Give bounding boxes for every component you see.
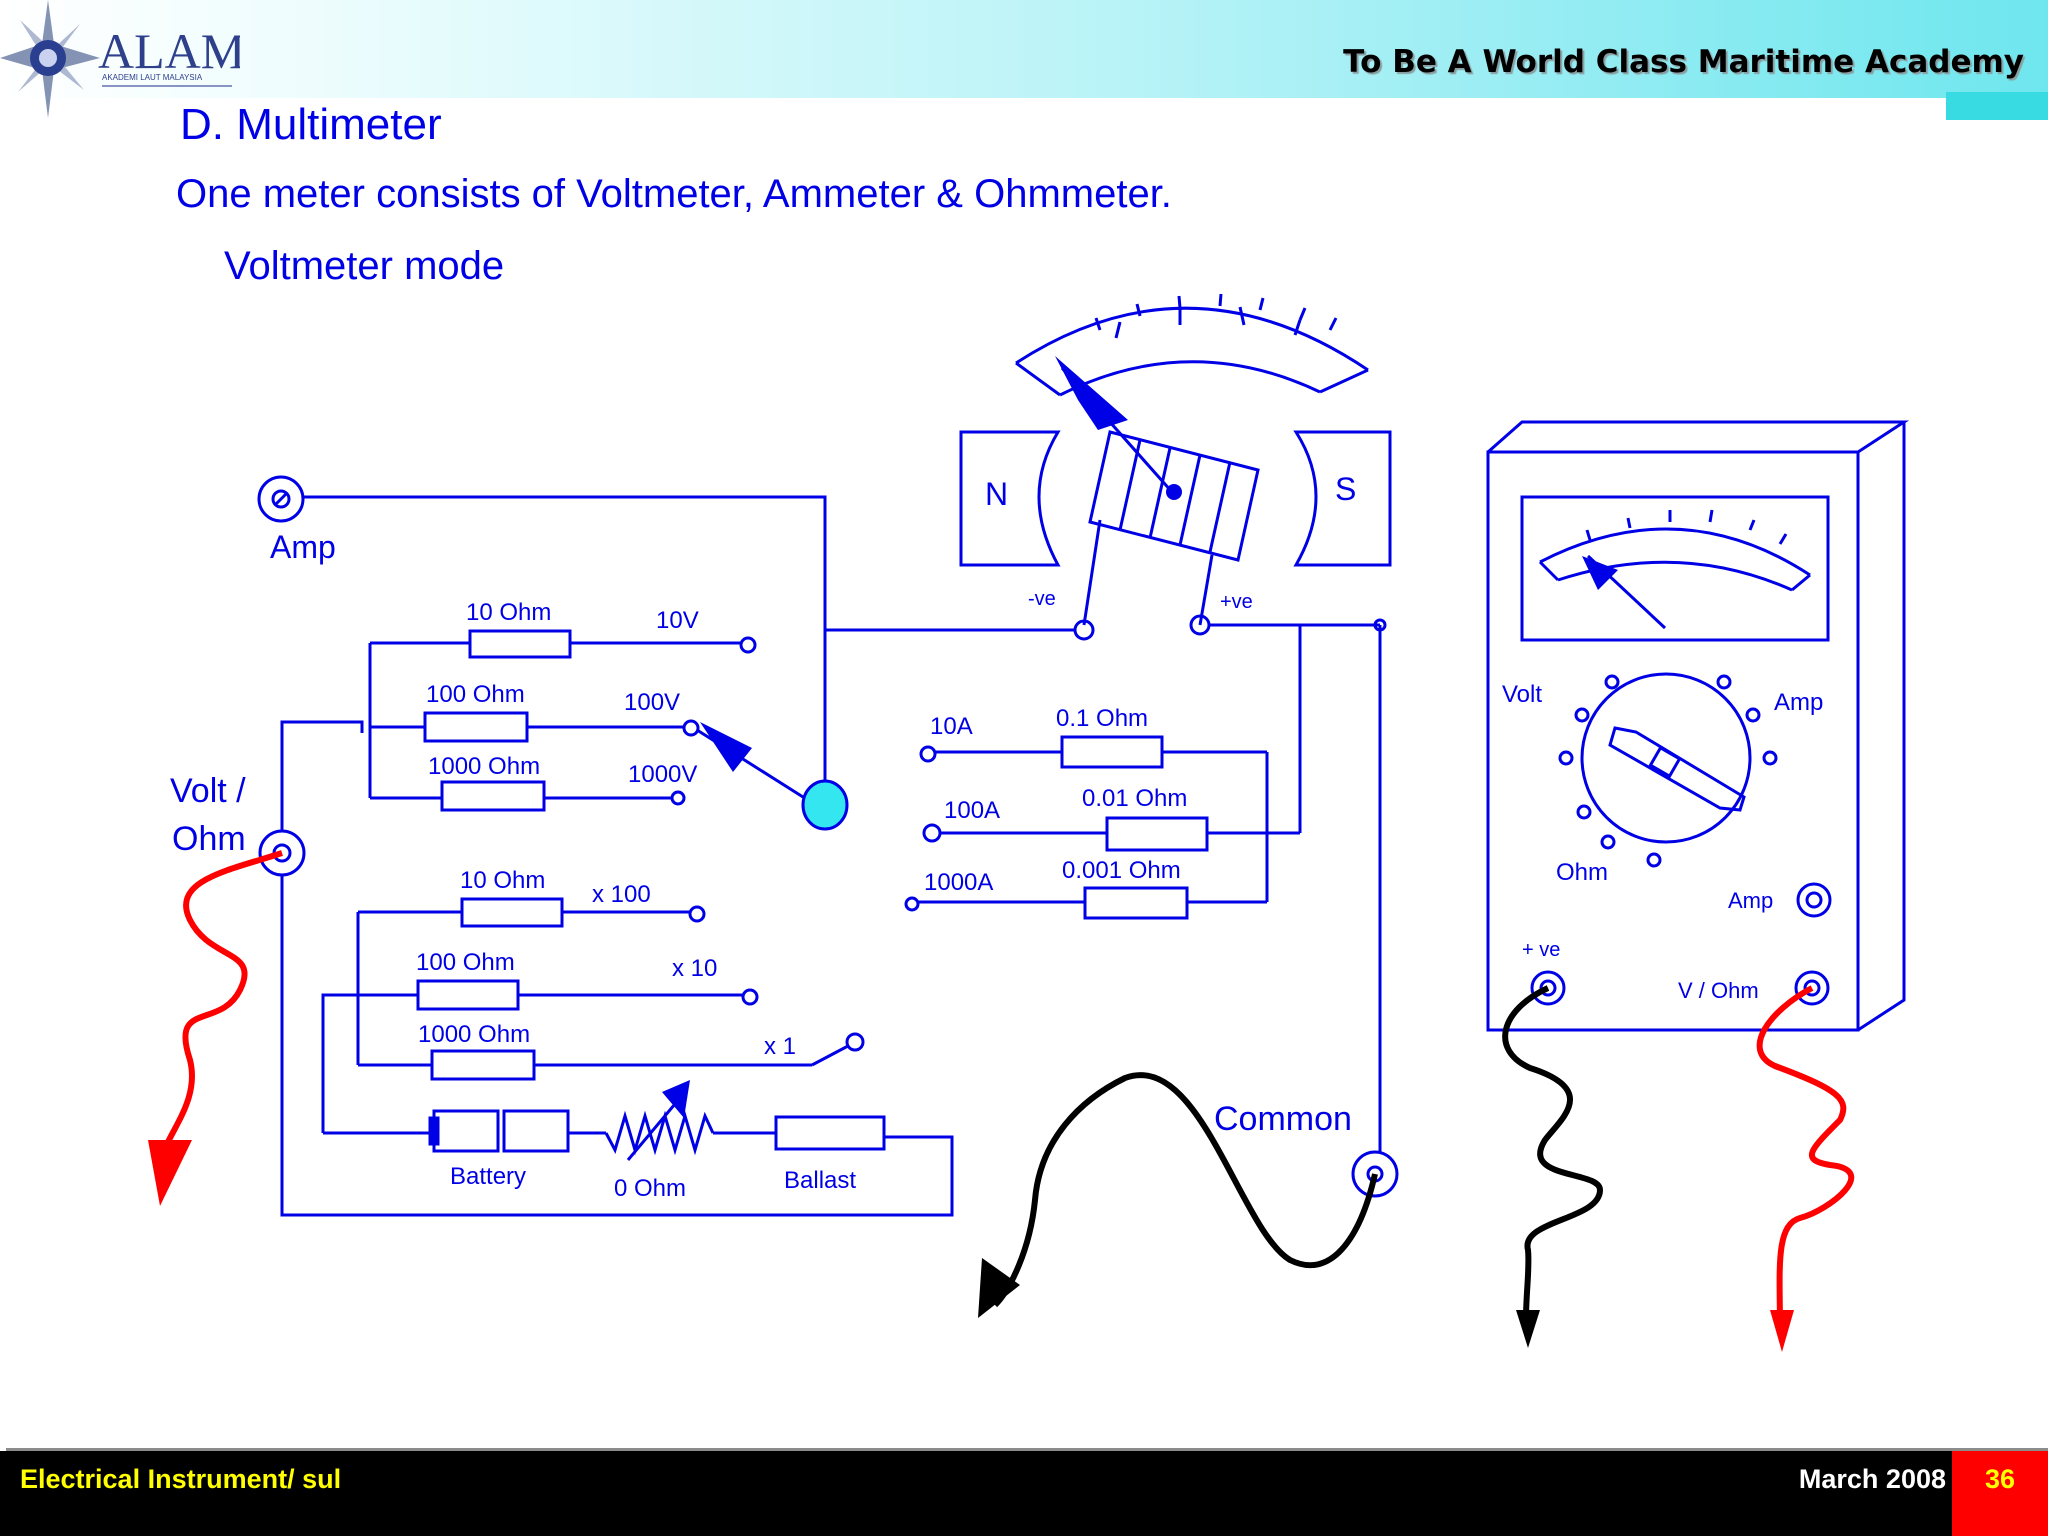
ohm-resistor-3-label: 1000 Ohm: [418, 1021, 530, 1048]
footer-date: March 2008: [1798, 1464, 1946, 1494]
multimeter-black-lead[interactable]: [1502, 985, 1603, 1331]
black-test-lead[interactable]: [992, 1072, 1378, 1308]
battery-label: Battery: [450, 1163, 526, 1190]
black-probe-tip[interactable]: [978, 1258, 1020, 1318]
footer-course: Electrical Instrument/ sul: [20, 1464, 342, 1494]
mode-heading: Voltmeter mode: [224, 244, 505, 288]
ohm-resistor-1-label: 10 Ohm: [460, 867, 545, 894]
multimeter-red-probe-tip[interactable]: [1770, 1310, 1794, 1352]
ohm-label: Ohm: [172, 820, 246, 858]
pos-terminal-label: +ve: [1220, 591, 1253, 613]
ohm-resistor-2-label: 100 Ohm: [416, 949, 515, 976]
red-test-lead[interactable]: [157, 850, 283, 1161]
page-number: 36: [1984, 1464, 2016, 1494]
volt-range-2-label: 100V: [624, 689, 680, 716]
meter-amp-label: Amp: [1774, 689, 1823, 716]
common-terminal: [1351, 1150, 1399, 1198]
amp-label: Amp: [270, 529, 336, 565]
academy-motto: To Be A World Class Maritime Academy: [1343, 44, 2024, 80]
header-bar: [0, 0, 2048, 98]
shunt-1-label: 0.1 Ohm: [1056, 705, 1148, 732]
ohm-range-1-label: x 100: [592, 881, 651, 908]
meter-amp-socket-label: Amp: [1728, 888, 1773, 913]
volt-ohm-terminal: [258, 829, 306, 877]
svg-text:ALAM: ALAM: [98, 23, 240, 79]
magnet-south-label: S: [1335, 471, 1356, 507]
meter-volt-label: Volt: [1502, 681, 1542, 708]
svg-text:AKADEMI LAUT MALAYSIA: AKADEMI LAUT MALAYSIA: [102, 73, 203, 82]
footer-bar: [0, 1451, 2048, 1536]
ohm-range-2-label: x 10: [672, 955, 717, 982]
volt-range-3-label: 1000V: [628, 761, 697, 788]
magnet-north-label: N: [985, 476, 1008, 512]
volt-label: Volt /: [170, 772, 246, 810]
meter-pos-socket-label: + ve: [1522, 939, 1560, 961]
red-probe-tip[interactable]: [148, 1140, 192, 1206]
multimeter-red-lead[interactable]: [1756, 985, 1855, 1331]
current-range-2-label: 100A: [944, 797, 1000, 824]
slide-subtitle: One meter consists of Voltmeter, Ammeter…: [176, 172, 1172, 216]
amp-terminal: [257, 475, 305, 523]
volt-resistor-2-label: 100 Ohm: [426, 681, 525, 708]
multimeter-black-probe-tip[interactable]: [1516, 1310, 1540, 1348]
alam-logo: ALAM AKADEMI LAUT MALAYSIA: [0, 0, 245, 120]
volt-range-1-label: 10V: [656, 607, 699, 634]
current-range-3-label: 1000A: [924, 869, 993, 896]
zero-ohm-label: 0 Ohm: [614, 1175, 686, 1202]
slide-title: D. Multimeter: [180, 100, 442, 149]
common-label: Common: [1214, 1100, 1352, 1138]
header-corner-tab: [1946, 92, 2048, 120]
meter-vohm-socket-label: V / Ohm: [1678, 978, 1759, 1003]
volt-resistor-3-label: 1000 Ohm: [428, 753, 540, 780]
volt-resistor-1-label: 10 Ohm: [466, 599, 551, 626]
shunt-2-label: 0.01 Ohm: [1082, 785, 1187, 812]
footer-divider: [6, 1448, 2048, 1451]
ballast-label: Ballast: [784, 1167, 856, 1194]
multimeter-illustration: [1486, 420, 1910, 1032]
page-number-box: [1952, 1451, 2048, 1536]
shunt-3-label: 0.001 Ohm: [1062, 857, 1181, 884]
meter-movement: [959, 293, 1392, 626]
neg-terminal-label: -ve: [1028, 588, 1056, 610]
ohm-range-3-label: x 1: [764, 1033, 796, 1060]
meter-ohm-label: Ohm: [1556, 859, 1608, 886]
current-range-1-label: 10A: [930, 713, 973, 740]
